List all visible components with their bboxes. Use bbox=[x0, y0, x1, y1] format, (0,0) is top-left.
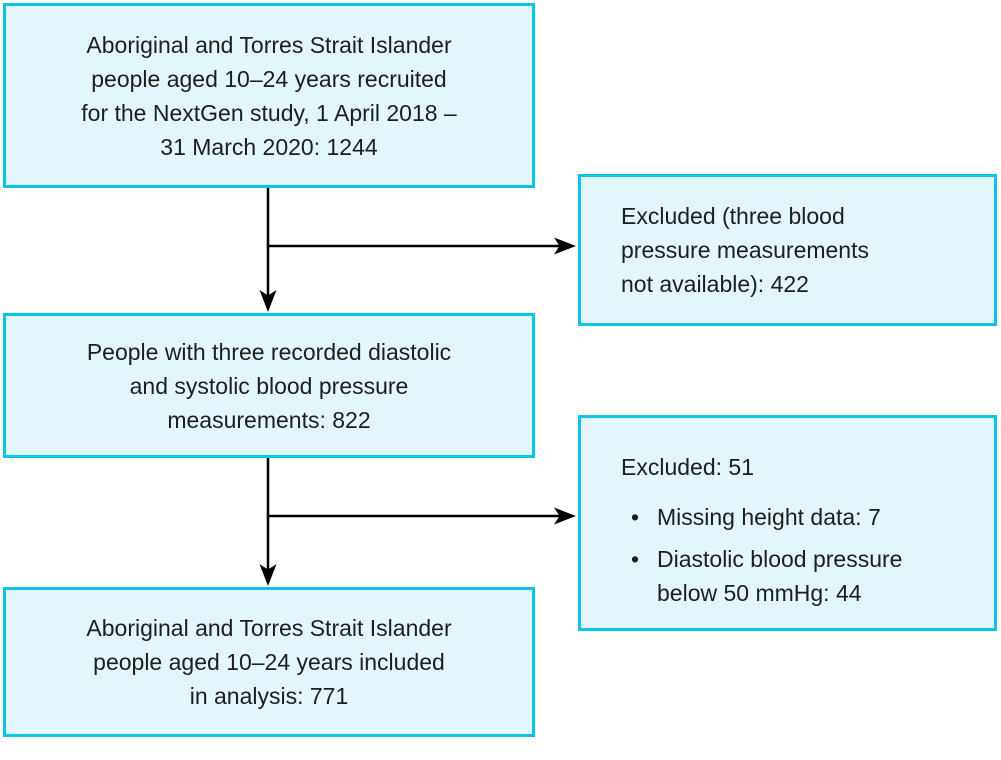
bullet-icon: • bbox=[631, 546, 640, 572]
excluded-no-bp-text: Excluded (three blood pressure measureme… bbox=[621, 203, 869, 297]
arrow-branch-excluded-other bbox=[266, 507, 576, 525]
three-measurements-box: People with three recorded diastolic and… bbox=[3, 313, 535, 458]
arrow-measured-to-included bbox=[259, 458, 277, 586]
arrow-branch-excluded-no-bp bbox=[266, 237, 576, 255]
excluded-item-missing-height: Missing height data: 7 bbox=[657, 504, 881, 530]
excluded-other-list: • Missing height data: 7 • Diastolic blo… bbox=[621, 500, 970, 618]
bullet-icon: • bbox=[631, 504, 640, 530]
recruited-text: Aboriginal and Torres Strait Islander pe… bbox=[81, 31, 457, 160]
list-item: • Diastolic blood pressure below 50 mmHg… bbox=[621, 542, 970, 610]
included-box: Aboriginal and Torres Strait Islander pe… bbox=[3, 587, 535, 737]
recruited-box: Aboriginal and Torres Strait Islander pe… bbox=[3, 3, 535, 188]
excluded-other-box: Excluded: 51 • Missing height data: 7 • … bbox=[578, 415, 997, 631]
excluded-item-low-diastolic: Diastolic blood pressure below 50 mmHg: … bbox=[657, 546, 903, 606]
excluded-other-title: Excluded: 51 bbox=[621, 454, 754, 480]
excluded-no-bp-box: Excluded (three blood pressure measureme… bbox=[578, 174, 997, 326]
included-text: Aboriginal and Torres Strait Islander pe… bbox=[86, 615, 452, 709]
list-item: • Missing height data: 7 bbox=[621, 500, 970, 534]
three-measurements-text: People with three recorded diastolic and… bbox=[86, 338, 452, 433]
arrow-recruited-to-measured bbox=[259, 188, 277, 312]
